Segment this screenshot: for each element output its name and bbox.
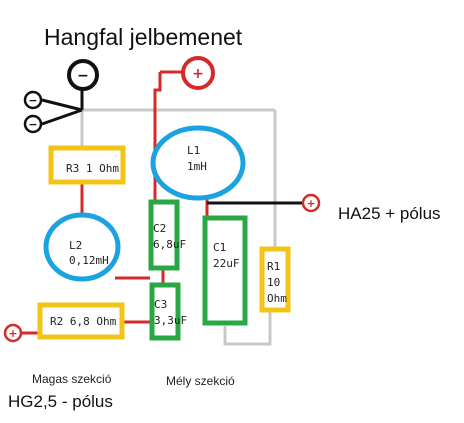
c3-value: 3,3uF	[154, 314, 188, 327]
switch-lever-upper	[41, 98, 83, 112]
diagram-title: Hangfal jelbemenet	[44, 24, 243, 50]
gray-wires	[80, 108, 277, 346]
r1-name: R1	[267, 260, 281, 273]
hg25-label: HG2,5 - pólus	[8, 392, 113, 411]
capacitor-c2	[148, 199, 180, 271]
inductor-l2	[43, 212, 121, 282]
resistor-r3	[48, 145, 126, 185]
capacitor-c3	[149, 282, 181, 341]
mely-section-label: Mély szekció	[166, 374, 235, 388]
r3-label: R3 1 Ohm	[66, 162, 119, 175]
c2-name: C2	[153, 222, 167, 235]
c1-name: C1	[213, 241, 227, 254]
negative-symbol-main: −	[77, 68, 89, 84]
ha25-positive-terminal	[301, 193, 321, 213]
switch-terminal-lower	[23, 114, 43, 134]
switch-lever-lower	[41, 108, 83, 126]
l1-value: 1mH	[187, 160, 207, 173]
magas-section-label: Magas szekció	[32, 372, 112, 386]
switch-terminal-upper	[23, 90, 43, 110]
red-wires	[20, 70, 209, 335]
l2-value: 0,12mH	[69, 254, 109, 267]
negative-symbol-lower: −	[28, 118, 37, 131]
inductor-l1	[150, 125, 246, 201]
c2-value: 6,8uF	[153, 238, 187, 251]
l1-name: L1	[187, 144, 201, 157]
hg25-negative-terminal	[3, 323, 23, 343]
positive-terminal-main	[181, 56, 215, 90]
ha25-label: HA25 + pólus	[338, 204, 441, 223]
resistor-r2	[37, 302, 125, 340]
l2-name: L2	[69, 239, 83, 252]
negative-symbol-upper: −	[28, 94, 37, 107]
capacitor-c1	[202, 215, 248, 326]
black-wires	[41, 88, 303, 205]
resistor-r1	[259, 246, 291, 313]
r1-unit: Ohm	[267, 292, 287, 305]
positive-symbol-ha25: +	[306, 197, 315, 210]
c1-value: 22uF	[213, 257, 240, 270]
negative-terminal-main	[67, 59, 99, 91]
r2-label: R2 6,8 Ohm	[50, 315, 117, 328]
r1-value: 10	[267, 276, 281, 289]
positive-symbol-main: +	[192, 66, 204, 82]
wire-plus-feed	[153, 72, 162, 200]
positive-symbol-hg25: +	[8, 327, 17, 340]
wire-bottom-gray	[223, 312, 272, 346]
c3-name: C3	[154, 298, 168, 311]
